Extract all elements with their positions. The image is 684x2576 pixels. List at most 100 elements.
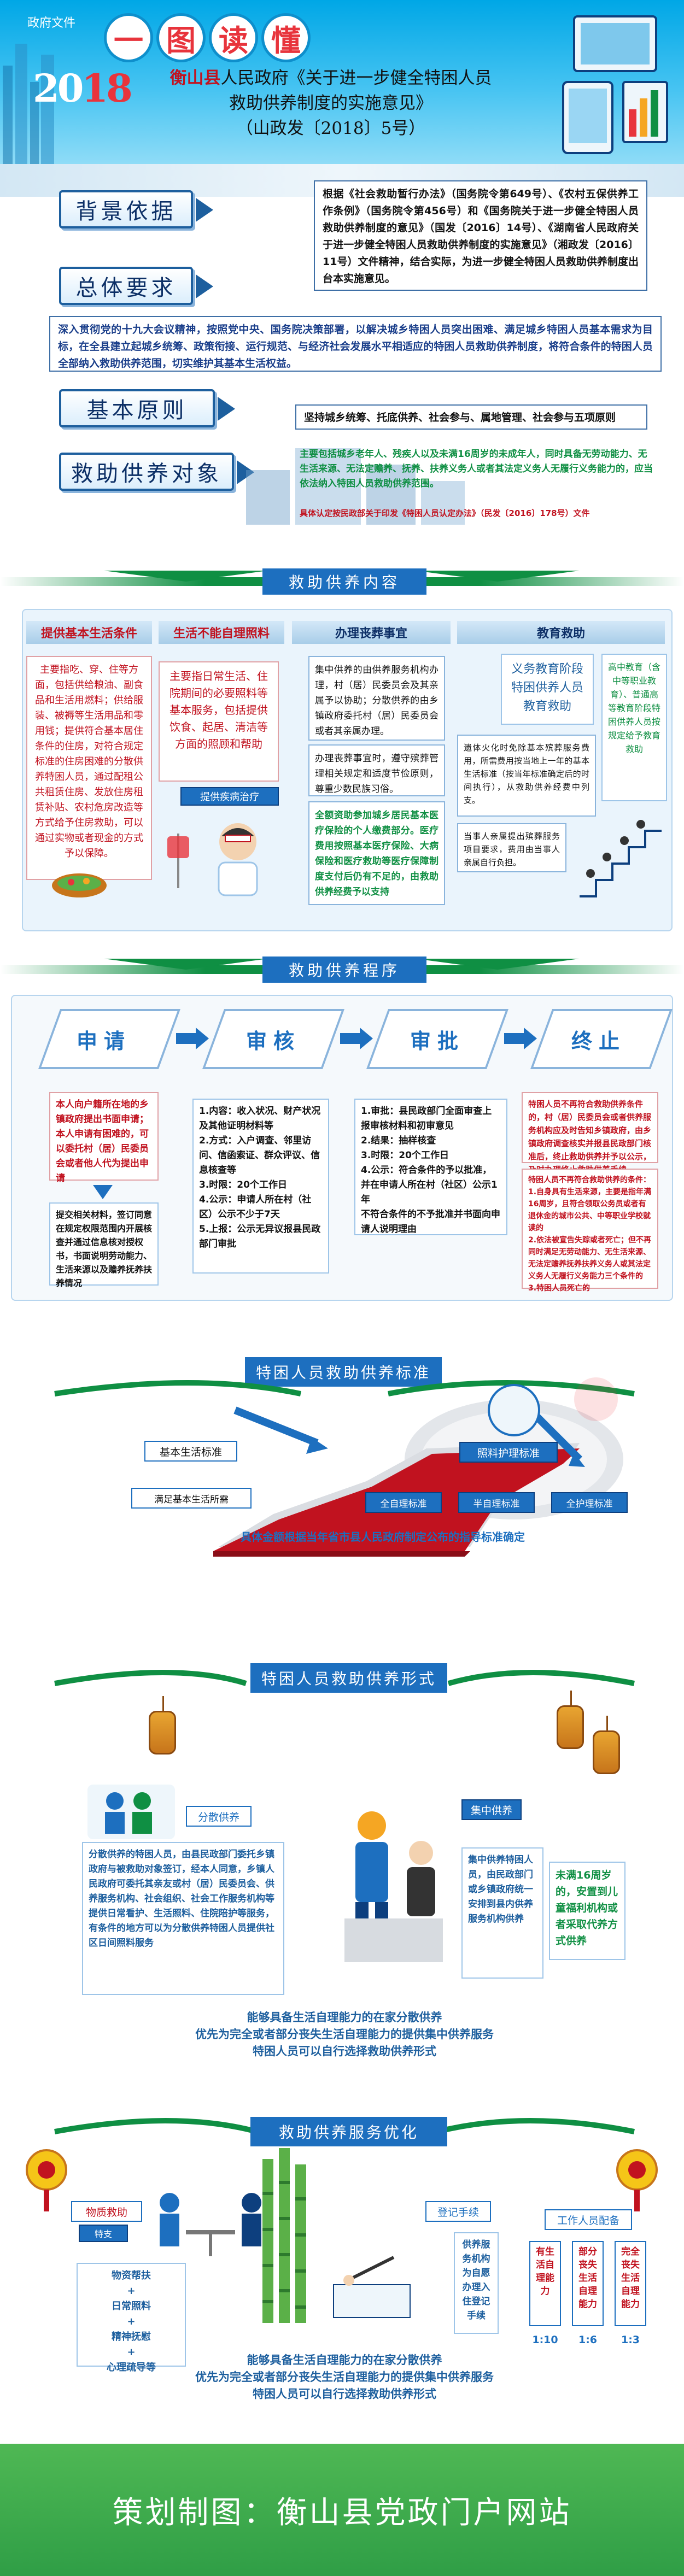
banner-procedure: 救助供养程序: [0, 953, 684, 986]
gold-ornament-icon: [26, 2149, 67, 2211]
funeral-text-2: 办理丧葬事宜时，遵守殡葬管理相关规定和适度节俭原则，尊重少数民族习俗。: [308, 744, 445, 796]
concentrated-label: 集中供养: [461, 1799, 522, 1820]
arrow-right-icon: [237, 460, 254, 484]
page-header: 政府文件 2018 一 图 读 懂 衡山县人民政府《关于进一步健全特困人员 救助…: [0, 0, 684, 164]
head-care: 生活不能自理照料: [159, 621, 284, 644]
dispersed-label: 分散供养: [186, 1806, 252, 1827]
dispersed-text: 分散供养的特困人员，由县民政部门委托乡镇政府与被救助对象签订，经本人同意，乡镇人…: [82, 1842, 284, 1995]
basic-living-text: 主要指吃、穿、住等方面，包括供给粮油、副食品和生活用燃料；供给服装、被褥等生活用…: [26, 656, 152, 880]
forms-decor: [54, 1670, 635, 1686]
bamboo-icon: [295, 2164, 306, 2323]
tag-medical: 提供疾病治疗: [180, 787, 279, 806]
bamboo-icon: [279, 2148, 290, 2323]
staff-ratio: 1:3: [621, 2334, 640, 2346]
audit-text: 1.内容：收入状况、财产状况及其他证明材料等 2.方式：入户调查、邻里访问、信函…: [192, 1099, 329, 1274]
optimize-summary: 能够具备生活自理能力的在家分散供养 优先为完全或者部分丧失生活自理能力的提供集中…: [191, 2352, 498, 2403]
education-higher: 高中教育（含中等职业教育）、普通高等教育阶段特困供养人员按规定给予教育救助: [601, 654, 667, 801]
material-aid-list: 物资帮扶 + 日常照料 + 精神抚慰 + 心理疏导等: [77, 2263, 186, 2373]
optimize-summary-line: 优先为完全或者部分丧失生活自理能力的提供集中供养服务: [195, 2370, 494, 2384]
standards-note: 具体金额根据当年省市县人民政府制定公布的指导标准确定: [241, 1530, 525, 1544]
header-title: 衡山县人民政府《关于进一步健全特困人员 救助供养制度的实施意见》 （山政发〔20…: [164, 66, 498, 141]
approve-text: 1.审批：县民政部门全面审查上报审核材料和初审意见 2.结果：抽样核查 3.时限…: [354, 1099, 507, 1235]
care-standard-label: 照料护理标准: [459, 1442, 558, 1463]
writing-hand-icon: [333, 2256, 411, 2318]
level-full-nursing: 全护理标准: [551, 1492, 628, 1513]
basic-standard-label: 基本生活标准: [144, 1441, 237, 1462]
care-text: 主要指日常生活、住院期间的必要照料等基本服务，包括提供饮食、起居、清洁等方面的照…: [159, 661, 279, 782]
climbing-people-icon: [580, 820, 662, 897]
lantern-left-icon: [149, 1696, 176, 1755]
building-silhouette-icon: [246, 448, 465, 525]
concentrated-text: 集中供养特困人员，由民政部门或乡镇政府统一安排到县内供养服务机构供养: [461, 1847, 543, 1979]
gold-ornament-icon: [616, 2149, 658, 2211]
label-basic-principles: 基本原则: [59, 389, 215, 427]
arrow-right-icon: [196, 274, 213, 298]
label-relief-targets: 救助供养对象: [59, 453, 234, 491]
circle-char: 懂: [261, 13, 311, 62]
material-aid-label: 物质救助: [71, 2201, 142, 2222]
label-background: 背景依据: [59, 190, 193, 228]
year-part-b: 18: [81, 66, 132, 111]
arrow-down-icon: [93, 1185, 113, 1199]
arrow-right-icon: [218, 397, 235, 421]
header-title-line2: 救助供养制度的实施意见》: [229, 93, 432, 113]
banner-title: 救助供养程序: [262, 957, 426, 983]
apply-materials-text: 提交相关材料，签订同意在规定权限范围内开展核查并通过信息核对授权书，书面说明劳动…: [49, 1202, 159, 1288]
diamond-right-icon: [416, 571, 580, 592]
forms-summary-line: 优先为完全或者部分丧失生活自理能力的提供集中供养服务: [195, 2028, 494, 2041]
food-bowl-icon: [52, 873, 107, 897]
forms-summary-line: 能够具备生活自理能力的在家分散供养: [247, 2011, 442, 2024]
page-footer: 策划制图：衡山县党政门户网站: [0, 2444, 684, 2576]
staff-ratio: 1:10: [532, 2334, 558, 2346]
banner-content: 救助供养内容: [0, 565, 684, 598]
circle-char: 读: [209, 13, 258, 62]
basic-standard-sub: 满足基本生活所需: [131, 1488, 252, 1509]
lantern-right-icon: [593, 1716, 620, 1774]
funeral-text-1: 集中供养的由供养服务机构办理，村（居）民委员会及其亲属予以协助；分散供养的由乡镇…: [308, 656, 445, 741]
header-circles: 一 图 读 懂: [104, 13, 311, 62]
targets-note: 具体认定按民政部关于印发《特困人员认定办法》（民发〔2016〕178号）文件: [300, 508, 590, 518]
level-half-self-care: 半自理标准: [458, 1492, 535, 1513]
header-tag: 政府文件: [27, 16, 76, 30]
cremation-text: 遗体火化时免除基本殡葬服务费用，所需费用按当地上一年的基本生活标准（按当年标准确…: [457, 735, 596, 817]
diamond-left-icon: [104, 959, 268, 981]
step-approve: 审批: [410, 1028, 465, 1053]
footer-credit: 策划制图：衡山县党政门户网站: [112, 2495, 572, 2531]
special-support-label: 特支: [79, 2225, 128, 2242]
education-compulsory: 义务教育阶段特困供养人员教育救助: [501, 654, 594, 725]
header-title-line3: （山政发〔2018〕5号）: [236, 119, 426, 138]
step-terminate: 终止: [571, 1028, 626, 1053]
level-full-self-care: 全自理标准: [365, 1492, 442, 1513]
forms-title: 特困人员救助供养形式: [250, 1663, 447, 1693]
forms-summary-line: 特困人员可以自行选择救助供养形式: [253, 2045, 436, 2058]
patient-icon: [218, 823, 258, 896]
iv-drip-icon: [167, 834, 189, 888]
registration-text: 供养服务机构为自愿办理入住登记手续: [454, 2232, 499, 2334]
staff-col-full: 完全丧失生活自理能力: [615, 2241, 646, 2326]
optimize-decor: [54, 2118, 635, 2134]
city-skyline-icon: [3, 44, 54, 164]
diamond-left-icon: [104, 571, 268, 592]
meeting-icon: [160, 2193, 261, 2256]
people-group-icon: [87, 1785, 175, 1839]
circle-char: 一: [104, 13, 153, 62]
funeral-extra-text: 当事人亲属提出殡葬服务项目要求，费用由当事人亲属自行负担。: [457, 823, 566, 872]
bamboo-icon: [262, 2159, 273, 2323]
workers-illustration-icon: [344, 1811, 443, 1962]
staff-col-self-care: 有生活自理能力: [529, 2241, 561, 2326]
head-funeral: 办理丧葬事宜: [292, 621, 451, 644]
devices-illustration-icon: [562, 15, 668, 154]
diamond-right-icon: [416, 959, 580, 981]
step-audit: 审核: [245, 1028, 301, 1053]
forms-summary: 能够具备生活自理能力的在家分散供养 优先为完全或者部分丧失生活自理能力的提供集中…: [191, 2009, 498, 2060]
medical-insurance-text: 全额资助参加城乡居民基本医疗保险的个人缴费部分。医疗费用按照基本医疗保险、大病保…: [308, 801, 445, 905]
staffing-label: 工作人员配备: [545, 2209, 632, 2230]
targets-text: 主要包括城乡老年人、残疾人以及未满16周岁的未成年人，同时具备无劳动能力、无生活…: [300, 449, 653, 489]
header-year: 2018: [33, 66, 133, 111]
banner-title: 救助供养内容: [262, 568, 426, 595]
optimize-summary-line: 能够具备生活自理能力的在家分散供养: [247, 2354, 442, 2367]
optimize-summary-line: 特困人员可以自行选择救助供养形式: [253, 2387, 436, 2401]
requirements-text: 深入贯彻党的十九大会议精神，按照党中央、国务院决策部署，以解决城乡特困人员突出困…: [49, 316, 662, 372]
background-text: 根据《社会救助暂行办法》（国务院令第649号）、《农村五保供养工作条例》（国务院…: [314, 180, 647, 291]
